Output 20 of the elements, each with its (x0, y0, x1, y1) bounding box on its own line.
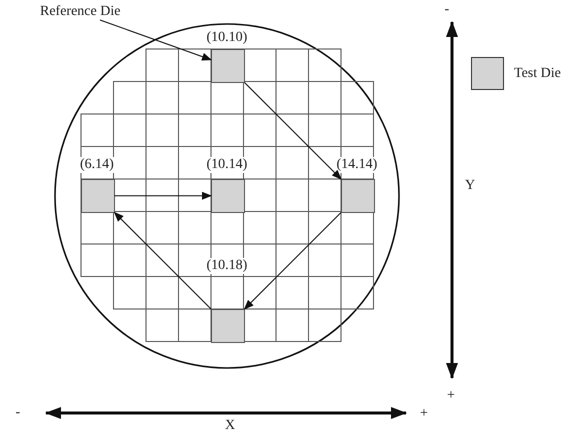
callout-text: Reference Die (40, 4, 120, 20)
test-die (211, 179, 244, 212)
axis-sign: - (16, 405, 20, 421)
arrow (100, 20, 212, 60)
die-coordinate: (10.14) (204, 157, 250, 173)
arrow (114, 192, 212, 200)
test-die (81, 179, 114, 212)
axis-sign: - (444, 2, 450, 18)
axis-label: X (225, 418, 236, 434)
axis-sign: + (420, 406, 428, 422)
die-coordinate: (10.18) (204, 258, 250, 274)
axis-label: Y (465, 178, 476, 194)
die-coordinate: (14.14) (334, 157, 380, 173)
legend-label: Test Die (514, 66, 561, 82)
test-die (211, 49, 244, 82)
die-coordinate: (10.10) (204, 30, 250, 46)
test-die (341, 179, 374, 212)
axis-sign: + (447, 388, 455, 404)
test-die (211, 309, 244, 342)
die-coordinate: (6.14) (78, 157, 116, 173)
